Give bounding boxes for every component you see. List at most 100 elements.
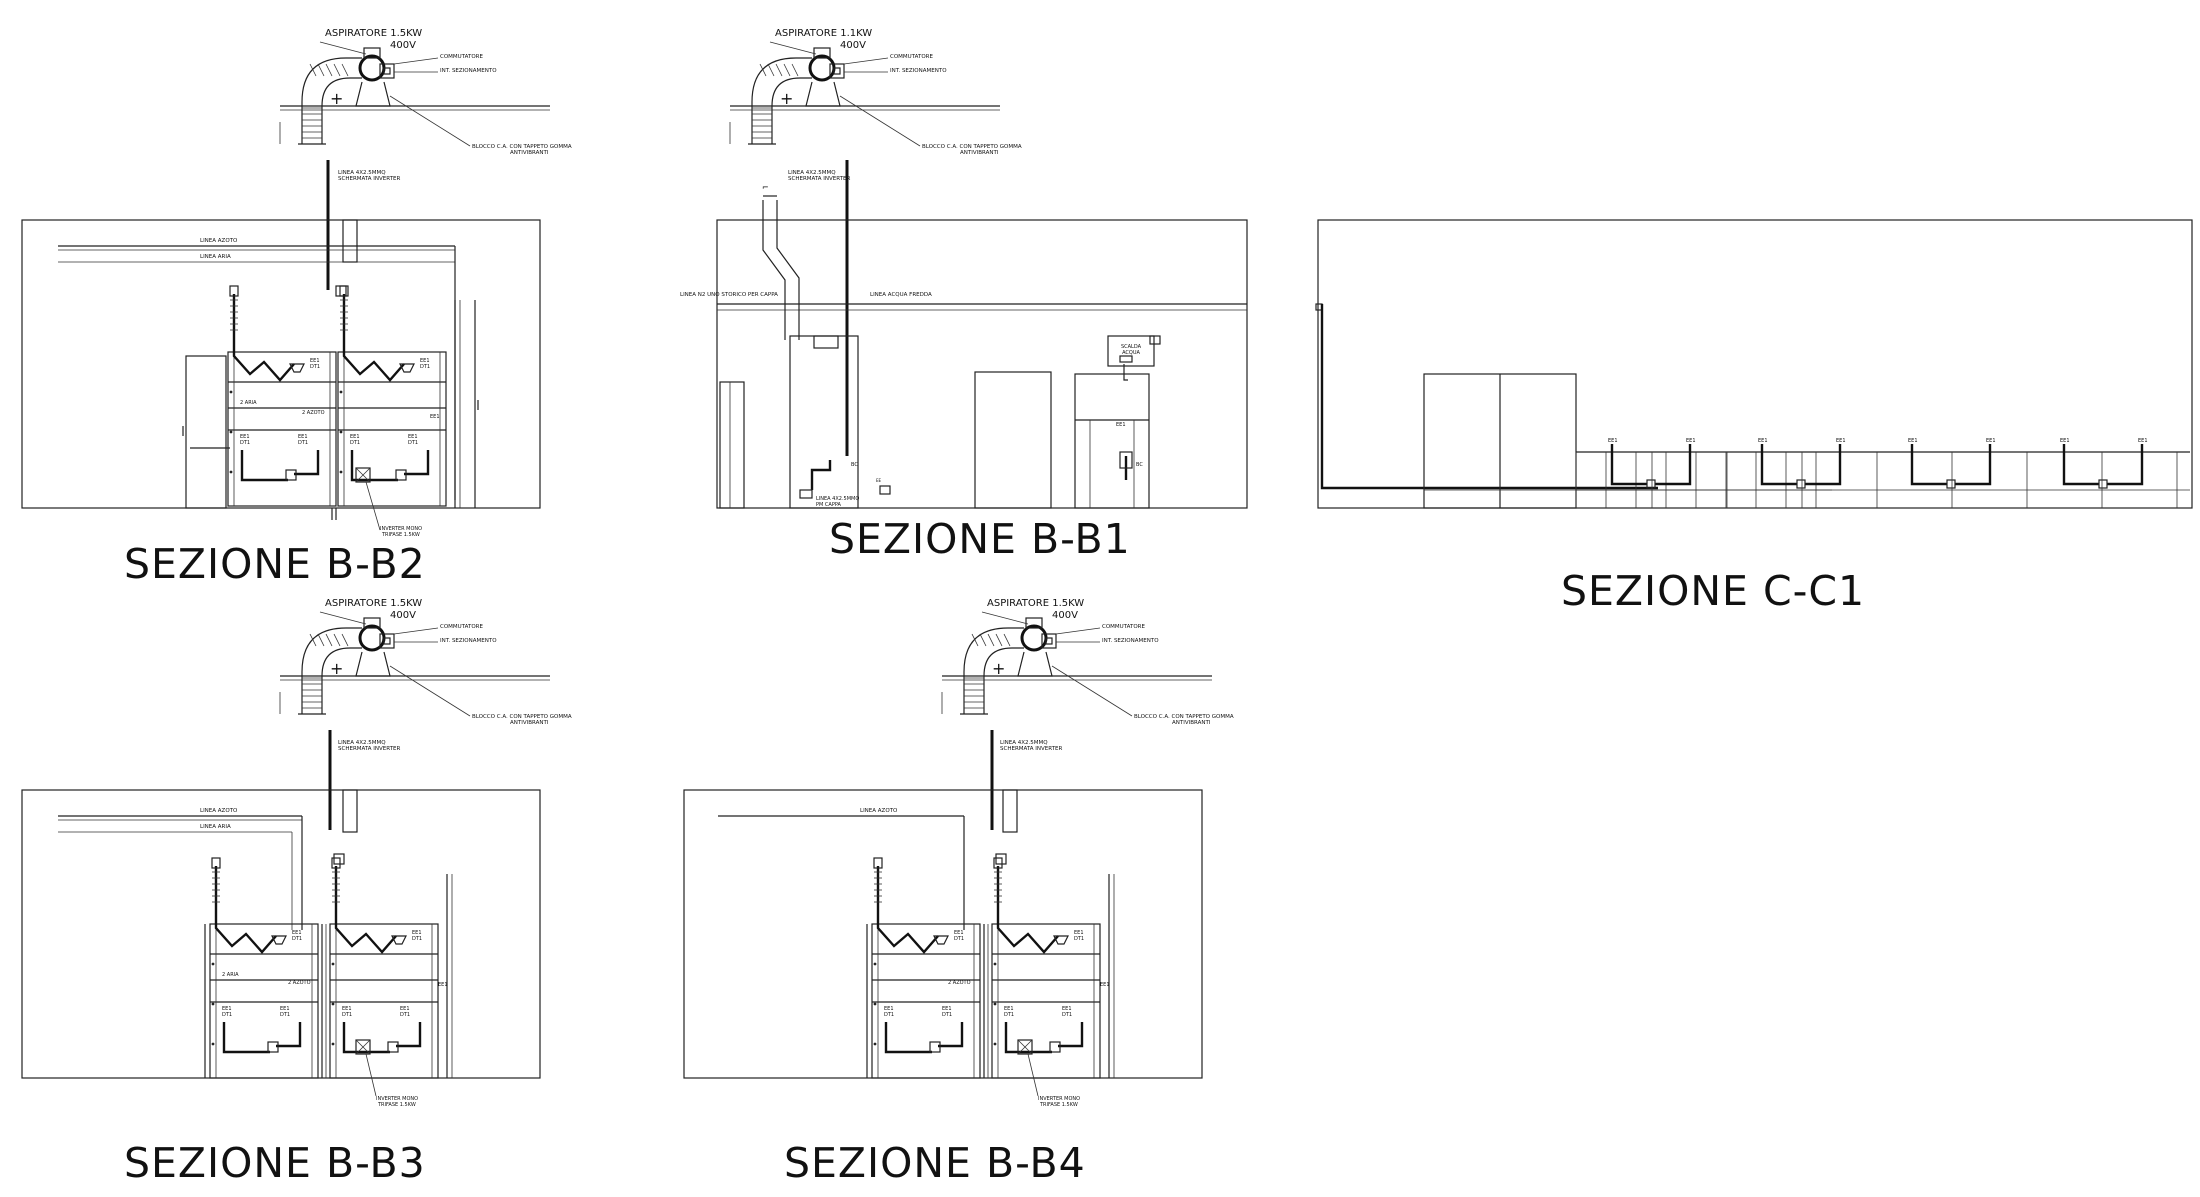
callout-commutatore: COMMUTATORE bbox=[1102, 624, 1145, 630]
bench-dot bbox=[331, 962, 335, 966]
junction-box bbox=[929, 1041, 941, 1053]
drawing-label: EE1 bbox=[1608, 438, 1618, 444]
drawing-label: DT1 bbox=[884, 1012, 894, 1018]
bench-dot bbox=[229, 470, 233, 474]
aspirator-rating: ASPIRATORE 1.5KW bbox=[325, 598, 422, 609]
section-title-b-b3: SEZIONE B-B3 bbox=[124, 1139, 426, 1187]
drawing-label: DT1 bbox=[342, 1012, 352, 1018]
section-title-b-b4: SEZIONE B-B4 bbox=[784, 1139, 1086, 1187]
bench-body bbox=[871, 923, 981, 1079]
callout-linea: LINEA 4X2.5MMQ bbox=[1000, 740, 1048, 746]
callout-sezionamento: INT. SEZIONAMENTO bbox=[890, 68, 947, 74]
bench-body bbox=[227, 351, 337, 507]
drawing-label: EE1 bbox=[342, 1006, 352, 1012]
section-frame bbox=[716, 219, 1248, 509]
aspirator-rating: ASPIRATORE 1.5KW bbox=[987, 598, 1084, 609]
section-frame bbox=[21, 219, 541, 509]
drawing-label: DT1 bbox=[408, 440, 418, 446]
bench-dot bbox=[339, 430, 343, 434]
plus-mark: + bbox=[330, 89, 343, 108]
inverter-box bbox=[1017, 1039, 1033, 1055]
duct-elbow bbox=[301, 57, 362, 144]
bc-label: BC bbox=[851, 462, 858, 468]
section-frame bbox=[21, 789, 541, 1079]
drawing-label: EE1 bbox=[1908, 438, 1918, 444]
aspirator-rating: ASPIRATORE 1.1KW bbox=[775, 28, 872, 39]
bench-dot bbox=[331, 1002, 335, 1006]
drain-pipe bbox=[222, 1022, 270, 1054]
junction-box bbox=[1646, 479, 1656, 489]
bench-dot bbox=[873, 962, 877, 966]
callout-antivibranti: ANTIVIBRANTI bbox=[510, 720, 549, 726]
junction-box bbox=[395, 469, 407, 481]
drawing-label: EE1 bbox=[1836, 438, 1846, 444]
scalda-acqua bbox=[1107, 335, 1155, 367]
drawing-label: EE1 bbox=[420, 358, 430, 364]
callout-linea: LINEA 4X2.5MMQ bbox=[338, 740, 386, 746]
duct-stub bbox=[342, 789, 358, 833]
drawing-label: DT1 bbox=[350, 440, 360, 446]
callout-commutatore: COMMUTATORE bbox=[890, 54, 933, 60]
left-cabinet bbox=[719, 381, 745, 509]
bench-body bbox=[991, 923, 1101, 1079]
drawing-label: EE1 bbox=[2060, 438, 2070, 444]
junction-box bbox=[1946, 479, 1956, 489]
linea-azoto-label: LINEA AZOTO bbox=[860, 808, 898, 814]
duct-stub bbox=[1002, 789, 1018, 833]
leader bbox=[981, 611, 1029, 625]
plus-mark: + bbox=[992, 659, 1005, 678]
bench-dot bbox=[331, 1042, 335, 1046]
drawing-label: DT1 bbox=[942, 1012, 952, 1018]
section-frame bbox=[1317, 219, 2193, 509]
linea-azoto-label: LINEA AZOTO bbox=[200, 808, 238, 814]
drawing-label: DT1 bbox=[280, 1012, 290, 1018]
linea-aria-label: LINEA ARIA bbox=[200, 254, 231, 260]
bench-dot bbox=[873, 1002, 877, 1006]
drawing-label: EE1 bbox=[884, 1006, 894, 1012]
aspirator-voltage: 400V bbox=[840, 40, 866, 51]
callout-schermata: SCHERMATA INVERTER bbox=[338, 746, 401, 752]
hood-label-extra: EE1 bbox=[438, 982, 448, 988]
duct-elbow bbox=[963, 627, 1024, 714]
drawing-label: EE1 bbox=[400, 1006, 410, 1012]
inverter-rating: TRIFASE 1.5KW bbox=[1039, 1102, 1078, 1108]
inverter-label: INVERTER MONO bbox=[1038, 1096, 1080, 1102]
bench-body bbox=[337, 351, 447, 507]
drawing-label: 2 ARIA bbox=[240, 400, 257, 406]
junction-box bbox=[387, 1041, 399, 1053]
section-title-b-b1: SEZIONE B-B1 bbox=[829, 515, 1131, 563]
drawing-label: DT1 bbox=[222, 1012, 232, 1018]
junction-box bbox=[2098, 479, 2108, 489]
callout-linea: LINEA 4X2.5MMQ bbox=[788, 170, 836, 176]
drawing-label: EE1 bbox=[240, 434, 250, 440]
drawing-label: EE1 bbox=[1062, 1006, 1072, 1012]
drawing-label: DT1 bbox=[420, 364, 430, 370]
drawing-label: EE1 bbox=[298, 434, 308, 440]
drawing-label: DT1 bbox=[1004, 1012, 1014, 1018]
junction-box bbox=[1796, 479, 1806, 489]
aspirator-voltage: 400V bbox=[390, 610, 416, 621]
drain-pipe bbox=[1004, 1022, 1052, 1054]
drawing-label: EE1 bbox=[408, 434, 418, 440]
extraction-arm bbox=[214, 866, 277, 954]
center-cabinet bbox=[974, 371, 1052, 509]
plus-mark: + bbox=[780, 89, 793, 108]
drawing-label: DT1 bbox=[1074, 936, 1084, 942]
drain-pipe bbox=[240, 450, 288, 482]
fan-base bbox=[1017, 651, 1053, 677]
drawing-label: EE1 bbox=[280, 1006, 290, 1012]
drain-pipe bbox=[884, 1022, 932, 1054]
extraction-arm bbox=[876, 866, 939, 954]
callout-linea: LINEA 4X2.5MMQ bbox=[338, 170, 386, 176]
duct-stub bbox=[342, 219, 358, 263]
right-cabinet bbox=[1074, 373, 1150, 509]
section-frame bbox=[683, 789, 1203, 1079]
drawing-label: 2 ARIA bbox=[222, 972, 239, 978]
